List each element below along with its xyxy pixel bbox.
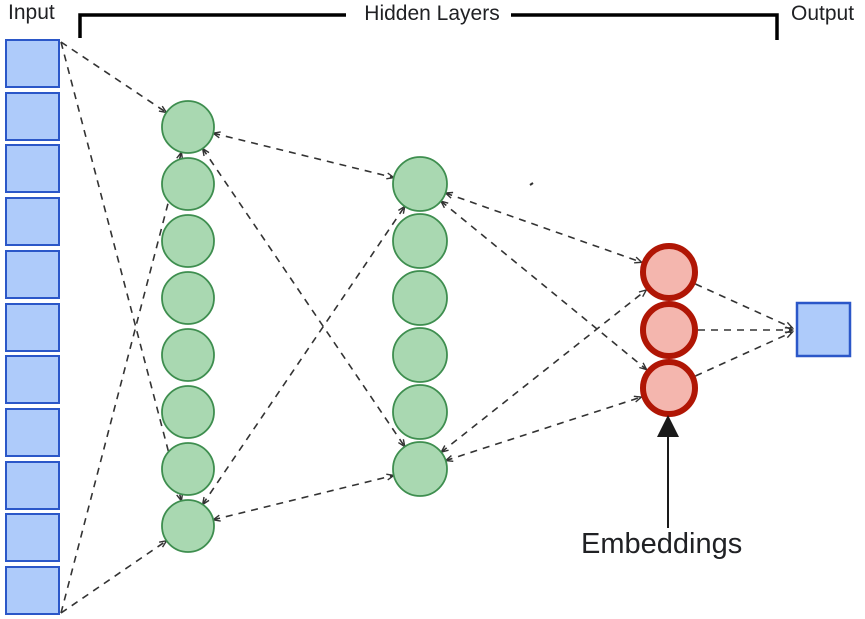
hidden1-node: [161, 100, 215, 154]
hidden1-node: [161, 385, 215, 439]
connection-line: [211, 131, 396, 180]
hidden1-node: [161, 157, 215, 211]
stray-mark: [529, 182, 534, 186]
embedding-node: [640, 243, 698, 301]
connection-line: [695, 283, 795, 329]
hidden2-node: [392, 384, 448, 440]
hidden1-node: [161, 271, 215, 325]
hidden1-node: [161, 214, 215, 268]
connection-line: [60, 41, 184, 503]
connection-line: [60, 41, 168, 114]
hidden2-node: [392, 441, 448, 497]
hidden-layers-label: Hidden Layers: [358, 2, 506, 26]
input-square: [5, 566, 60, 615]
hidden-layers-bracket: [78, 13, 779, 40]
connection-line: [439, 199, 648, 371]
connection-line: [443, 191, 644, 264]
connection-line: [439, 288, 648, 454]
output-square: [795, 301, 852, 358]
embeddings-arrow-head: [657, 415, 679, 437]
output-label: Output: [791, 2, 855, 25]
input-square: [5, 144, 60, 193]
input-square: [5, 408, 60, 457]
hidden1-node: [161, 499, 215, 553]
input-square: [5, 303, 60, 352]
input-square: [5, 461, 60, 510]
hidden1-node: [161, 328, 215, 382]
connection-line: [201, 204, 406, 506]
connection-line: [211, 473, 396, 522]
connection-line: [60, 539, 169, 614]
embedding-node: [640, 359, 698, 417]
input-label: Input: [8, 1, 55, 24]
connection-line: [60, 150, 184, 614]
hidden2-node: [392, 270, 448, 326]
hidden2-node: [392, 156, 448, 212]
connection-line: [695, 331, 795, 377]
embedding-node: [640, 301, 698, 359]
input-square: [5, 92, 60, 141]
input-square: [5, 39, 60, 88]
embeddings-label: Embeddings: [581, 528, 743, 560]
input-square: [5, 250, 60, 299]
hidden2-node: [392, 327, 448, 383]
input-square: [5, 197, 60, 246]
hidden1-node: [161, 442, 215, 496]
connection-line: [201, 147, 406, 449]
hidden2-node: [392, 213, 448, 269]
connection-line: [444, 395, 644, 462]
input-square: [5, 355, 60, 404]
input-square: [5, 513, 60, 562]
